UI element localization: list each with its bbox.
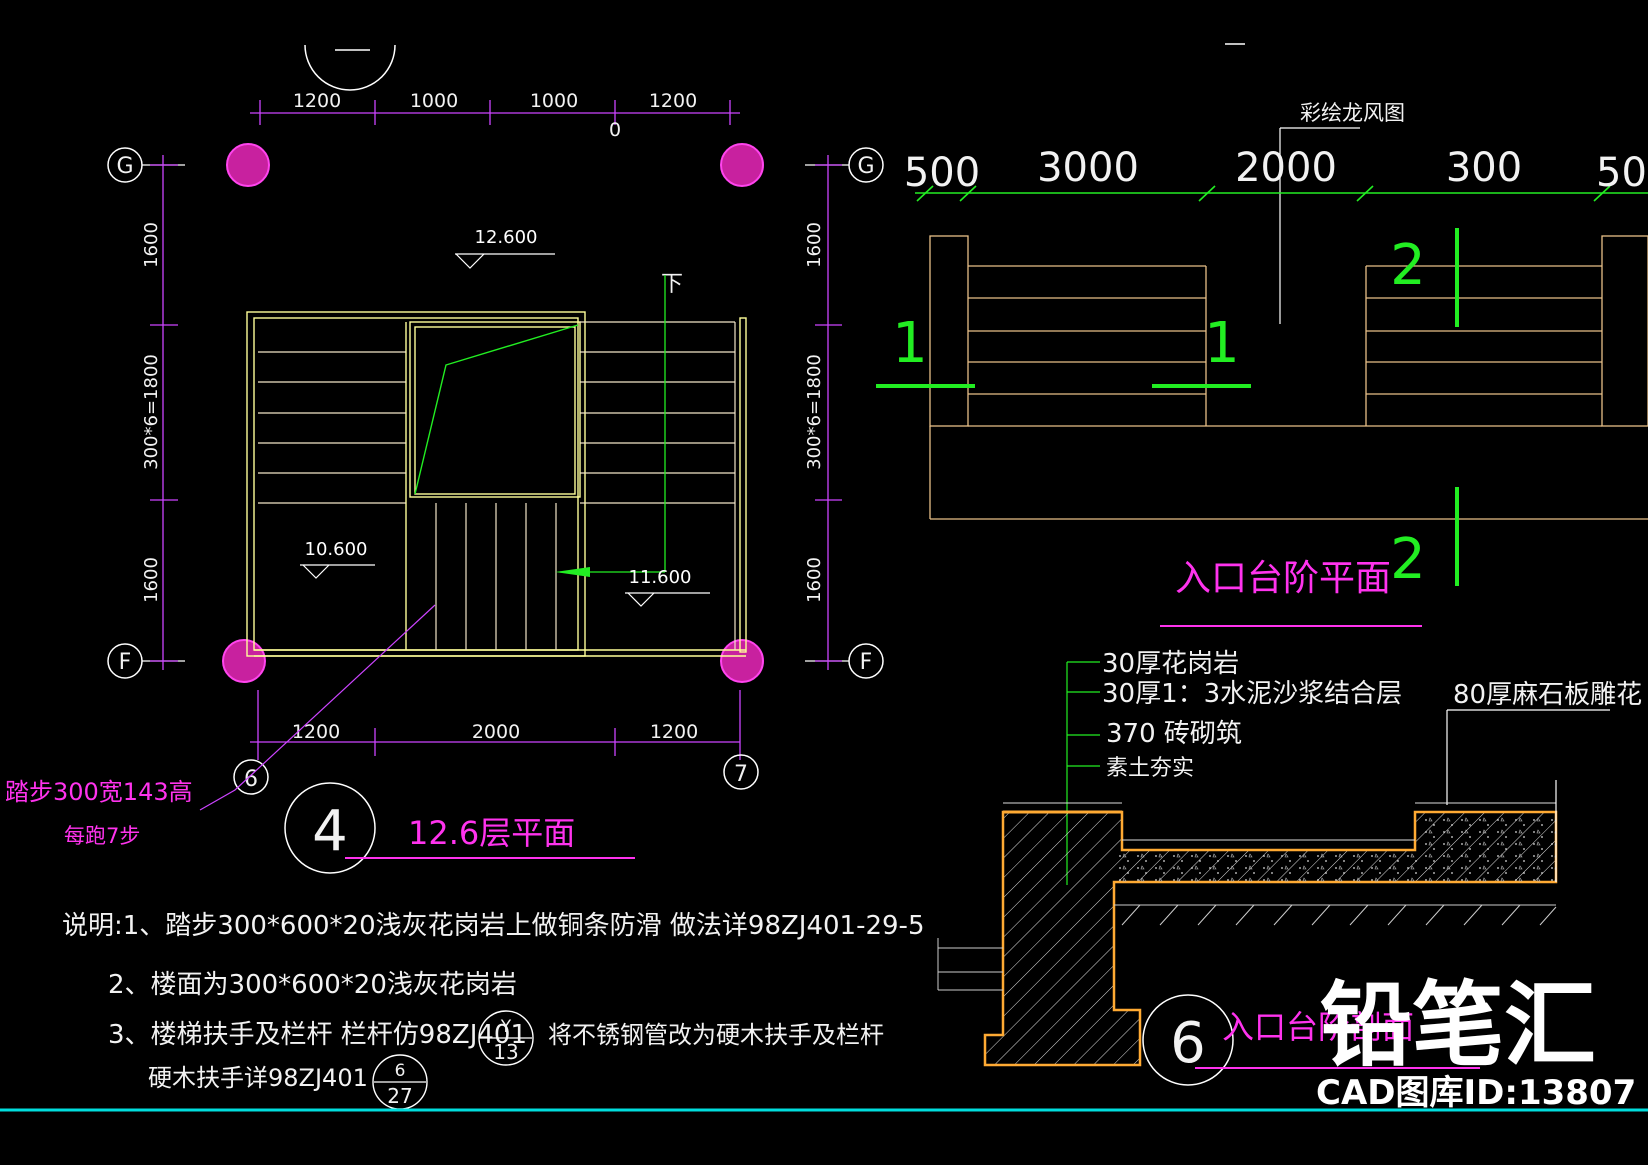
ref-1-top: Y <box>500 1017 512 1037</box>
layer-label-3: 370 砖砌筑 <box>1106 719 1242 749</box>
top-dim-1: 1200 <box>293 90 341 112</box>
arc-top <box>304 44 396 91</box>
note-line-3b: 将不锈钢管改为硬木扶手及栏杆 <box>548 1021 884 1049</box>
left-dim-3: 1600 <box>141 557 162 603</box>
ref-bubble-1 <box>478 1010 534 1066</box>
axis-label-7: 7 <box>734 762 748 787</box>
right-dim-2: 300*6=1800 <box>804 354 825 470</box>
note-line-3a: 3、楼梯扶手及栏杆 栏杆仿98ZJ401 <box>108 1020 527 1050</box>
watermark: 铅笔汇 CAD图库ID:13807 <box>1316 972 1636 1113</box>
top-dim-2: 1000 <box>410 90 458 112</box>
entrance-dim-3: 2000 <box>1235 145 1337 191</box>
axis-label-g-right: G <box>857 154 874 179</box>
column-f7 <box>720 639 764 683</box>
note-line-2: 2、楼面为300*600*20浅灰花岗岩 <box>108 970 517 1000</box>
watermark-id: CAD图库ID:13807 <box>1316 1073 1636 1113</box>
section-title: 入口台阶剖面 <box>1222 1008 1414 1046</box>
stair-outline <box>246 311 747 657</box>
side-dimension-right <box>815 155 842 670</box>
section-2-label-a: 2 <box>1390 233 1426 298</box>
layer-label-1: 30厚花岗岩 <box>1102 649 1239 679</box>
column-g6 <box>226 143 270 187</box>
left-dim-2: 300*6=1800 <box>141 354 162 470</box>
bottom-dim-1: 1200 <box>292 721 340 743</box>
down-label: 下 <box>661 272 683 297</box>
ref-2-bottom: 27 <box>387 1084 412 1108</box>
step-note-2: 每跑7步 <box>64 824 140 848</box>
top-center-mark: 0 <box>609 119 621 141</box>
elevation-top: 12.600 <box>475 227 538 248</box>
entrance-plan: 彩绘龙风图 500 3000 2000 300 500 <box>876 43 1648 627</box>
entrance-outline <box>929 235 1648 520</box>
entrance-dim-4: 300 <box>1446 145 1522 191</box>
notes: 说明:1、踏步300*600*20浅灰花岗岩上做铜条防滑 做法详98ZJ401-… <box>62 911 924 1110</box>
entrance-dimension <box>915 185 1648 202</box>
top-dim-3: 1000 <box>530 90 578 112</box>
plan-title-circle <box>284 782 376 874</box>
plan-title-number: 4 <box>312 799 348 864</box>
stair-treads <box>258 321 736 650</box>
bottom-dim-2: 2000 <box>472 721 520 743</box>
elevation-right: 11.600 <box>629 567 692 588</box>
section-1-label-b: 1 <box>1204 311 1240 376</box>
break-line <box>414 324 579 495</box>
ground-hatch <box>937 904 1557 991</box>
entrance-section: 30厚花岗岩 30厚1：3水泥沙浆结合层 370 砖砌筑 素土夯实 80厚麻石板… <box>937 649 1642 1086</box>
side-dimension-left <box>150 155 178 670</box>
top-dim-4: 1200 <box>649 90 697 112</box>
entrance-dim-2: 3000 <box>1037 145 1139 191</box>
bottom-dim-3: 1200 <box>650 721 698 743</box>
walk-arrow <box>555 567 590 577</box>
note-line-4a: 硬木扶手详98ZJ401 <box>148 1064 368 1092</box>
entrance-plan-title: 入口台阶平面 <box>1175 558 1391 599</box>
plan-title: 12.6层平面 <box>408 814 575 852</box>
column-g7 <box>720 143 764 187</box>
section-title-number: 6 <box>1170 1011 1206 1076</box>
watermark-brand: 铅笔汇 <box>1320 972 1596 1079</box>
ref-1-bottom: 13 <box>493 1040 518 1064</box>
section-title-circle <box>1142 994 1234 1086</box>
step-note-1: 踏步300宽143高 <box>5 778 193 806</box>
top-dimension <box>250 100 740 125</box>
axis-label-f-left: F <box>119 650 132 675</box>
entrance-dim-1: 500 <box>904 150 980 196</box>
entrance-dim-5: 500 <box>1596 150 1648 196</box>
left-dim-1: 1600 <box>141 222 162 268</box>
axis-bubble-6 <box>233 759 269 795</box>
layer-label-4: 素土夯实 <box>1106 756 1194 781</box>
section-2-label-b: 2 <box>1390 527 1426 592</box>
axis-label-g-left: G <box>116 154 133 179</box>
axis-label-6: 6 <box>244 767 258 792</box>
right-dim-1: 1600 <box>804 222 825 268</box>
stair-plan: 1200 1000 1000 1200 0 G G F F <box>5 44 884 874</box>
ref-2-top: 6 <box>395 1061 406 1081</box>
axis-label-f-right: F <box>860 650 873 675</box>
axis-bubble-7 <box>723 754 759 790</box>
layer-label-2: 30厚1：3水泥沙浆结合层 <box>1102 679 1402 709</box>
carving-label: 80厚麻石板雕花 <box>1453 680 1642 710</box>
column-f6 <box>222 639 266 683</box>
note-line-1: 说明:1、踏步300*600*20浅灰花岗岩上做铜条防滑 做法详98ZJ401-… <box>62 911 924 941</box>
step-leader <box>199 604 436 811</box>
right-dim-3: 1600 <box>804 557 825 603</box>
bottom-dimension <box>250 690 741 760</box>
mural-label: 彩绘龙风图 <box>1300 101 1405 125</box>
elevation-left: 10.600 <box>305 539 368 560</box>
section-1-label-a: 1 <box>892 311 928 376</box>
